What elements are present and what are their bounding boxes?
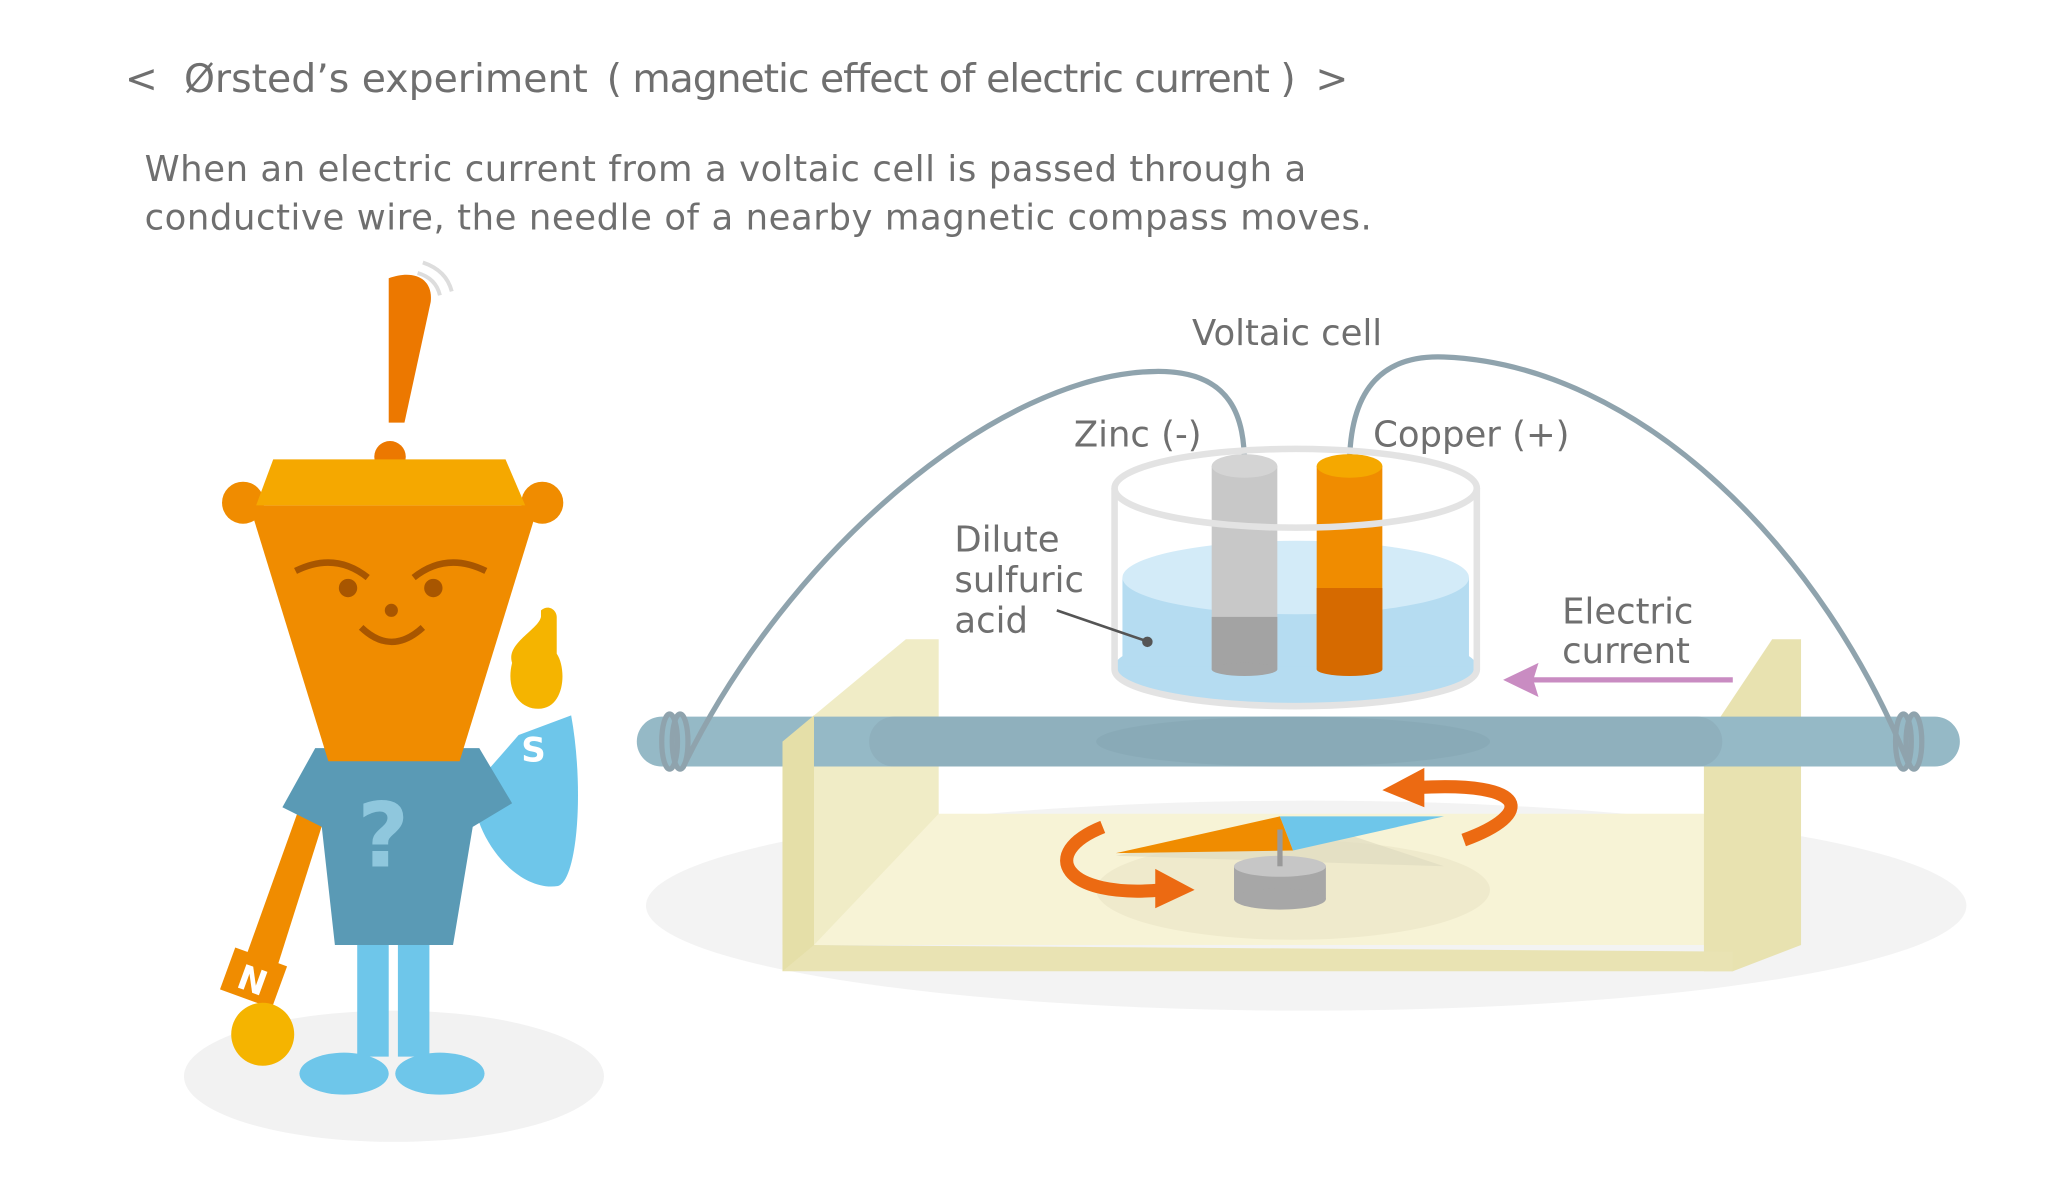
shirt-question-mark: ? — [357, 784, 409, 888]
label-acid-line-2: sulfuric — [954, 560, 1084, 601]
title: < Ørsted’s experiment ( magnetic effect … — [125, 56, 1348, 102]
stand-left-side — [782, 715, 814, 972]
title-close-bracket: > — [1315, 56, 1348, 102]
current-arrow-head — [1503, 662, 1539, 697]
acid-leader-line — [1056, 609, 1146, 642]
label-current-line-1: Electric — [1562, 591, 1693, 632]
rotation-arrow-right-head — [1382, 767, 1425, 808]
exclamation-icon — [388, 274, 431, 423]
title-open-bracket: < — [125, 56, 158, 102]
stand-base — [782, 945, 1733, 972]
label-acid-line-1: Dilute — [954, 519, 1059, 560]
label-voltaic-cell: Voltaic cell — [1192, 313, 1382, 354]
compass — [1096, 816, 1490, 940]
voltaic-cell — [1111, 445, 1481, 710]
compass-needle-north — [1115, 816, 1294, 854]
conductive-rod — [636, 716, 1960, 767]
acid-leader-dot — [1142, 636, 1153, 648]
label-zinc: Zinc (-) — [1074, 414, 1202, 455]
label-copper: Copper (+) — [1373, 414, 1569, 455]
description-line-2: conductive wire, the needle of a nearby … — [145, 198, 1372, 239]
description-line-1: When an electric current from a voltaic … — [145, 149, 1307, 190]
compass-needle-south — [1279, 816, 1445, 851]
title-main: Ørsted’s experiment — [184, 56, 588, 102]
label-current-line-2: current — [1562, 631, 1690, 672]
label-acid-line-3: acid — [954, 601, 1028, 642]
title-sub: ( magnetic effect of electric current ) — [607, 56, 1296, 102]
wire — [659, 354, 1925, 772]
badge-s: S — [521, 730, 546, 770]
character: N S ? — [219, 260, 578, 1095]
rotation-arrow-left — [1060, 820, 1163, 898]
rotation-arrow-right — [1417, 780, 1518, 847]
rotation-arrow-left-head — [1155, 868, 1195, 909]
